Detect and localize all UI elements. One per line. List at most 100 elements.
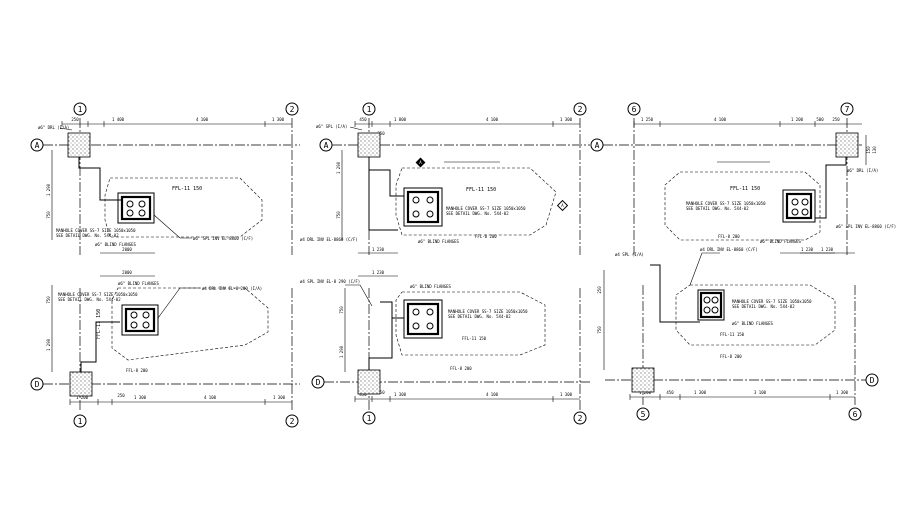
dim-text: 250: [832, 117, 840, 122]
pad-outline: [675, 284, 836, 346]
ffl-label: FFL-11 150: [96, 309, 102, 339]
section-tag: [556, 199, 569, 212]
dim-text: 750: [339, 306, 344, 314]
note-text: SEE DETAIL DWG. No. 5X4-02: [448, 314, 511, 319]
grid-label: D: [316, 378, 321, 387]
panel-3: 6 7 A 1 250 4 100 1 200 500 250 150 130 …: [590, 102, 896, 255]
dim-text: 1 200: [791, 117, 804, 122]
callout-text: ø4 DRL INV EL-8860 (C/F): [700, 247, 758, 252]
concrete-block: [835, 132, 859, 158]
callout-text: ø6" SPL (I/A): [316, 124, 347, 129]
dim-text: 1 200: [76, 395, 89, 400]
dim-text: 3 100: [754, 390, 767, 395]
grid-label: 1: [367, 105, 372, 114]
dim-text: 1 290: [46, 338, 51, 351]
dim-text: 1 300: [394, 392, 407, 397]
concrete-block: [631, 367, 655, 393]
note-text: FFL-8 200: [450, 366, 472, 371]
section-tag-label: A: [419, 160, 422, 165]
section-tag-label: A: [561, 203, 564, 208]
note-text: MANHOLE COVER SS-7 SIZE 1050x1050: [448, 309, 528, 314]
dim-text: 1 300: [836, 390, 849, 395]
callout-text: ø4 DRL INV EL-8860 (C/F): [300, 237, 358, 242]
grid-label: 2: [290, 105, 295, 114]
grid-label: A: [35, 141, 40, 150]
note-text: FFL-8 200: [720, 354, 742, 359]
dim-text: 130: [872, 146, 877, 154]
grid-bubble-6: [848, 407, 862, 421]
note-text: FFL-8 200: [718, 234, 740, 239]
concrete-block: [69, 371, 93, 397]
note-text: SEE DETAIL DWG. No. 5X4-02: [446, 211, 509, 216]
grid-bubble-2: [285, 102, 299, 116]
dim-text: 250: [377, 131, 385, 136]
manhole: [121, 304, 159, 336]
concrete-block: [357, 369, 381, 395]
note-text: ø6" BLIND FLANGES: [760, 239, 802, 244]
grid-bubble-5: [636, 407, 650, 421]
dim-text: 1 300: [560, 392, 573, 397]
dim-text: 1 290: [46, 183, 51, 196]
pad-outline: [664, 171, 821, 241]
grid-bubble-1: [362, 411, 376, 425]
dim-text: 1 400: [112, 117, 125, 122]
ffl-label: FFL-11 150: [730, 186, 760, 192]
grid-label: 2: [578, 105, 583, 114]
grid-label: 2: [290, 417, 295, 426]
callout-text: ø4 SPL (I/A): [615, 252, 644, 257]
dim-text: 2000: [122, 247, 132, 252]
dim-text: 250: [71, 117, 79, 122]
dim-text: 250: [597, 286, 602, 294]
dim-text: 450: [359, 117, 367, 122]
grid-label: 1: [78, 105, 83, 114]
dim-text: 1 290: [339, 345, 344, 358]
dim-text: 250: [377, 390, 385, 395]
note-text: ø6" BLIND FLANGES: [118, 281, 160, 286]
note-text: MANHOLE COVER SS-7 SIZE 1050x1050: [56, 228, 136, 233]
note-text: SEE DETAIL DWG. No. 5X4-02: [732, 304, 795, 309]
note-text: ø6" BLIND FLANGES: [732, 321, 774, 326]
dim-text: 4 100: [204, 395, 217, 400]
pad-outline: [395, 167, 557, 236]
callout-text: ø6" DRL (I/A): [38, 125, 69, 130]
section-tag: [415, 157, 426, 168]
ffl-label: FFL-11 150: [466, 187, 496, 193]
callout-text: ø4 DRL INV EL-8 200 (I/A): [202, 286, 262, 291]
grid-label: 7: [845, 105, 850, 114]
dim-text: 750: [46, 211, 51, 219]
grid-label: 2: [578, 414, 583, 423]
dim-text: 1 200: [639, 390, 652, 395]
pad-outline: [104, 177, 263, 238]
dim-text: 1 300: [273, 395, 286, 400]
grid-bubble-2: [573, 411, 587, 425]
manhole: [782, 189, 816, 223]
dim-text: 500: [816, 117, 824, 122]
ffl-label: FFL-11 150: [172, 186, 202, 192]
grid-bubble-2: [573, 102, 587, 116]
dim-text: 750: [336, 211, 341, 219]
manhole: [403, 299, 443, 339]
note-text: FFL-8 200: [475, 234, 497, 239]
dim-text: 1 230: [801, 247, 814, 252]
manhole: [403, 187, 443, 227]
dim-text: 4 100: [196, 117, 209, 122]
panel-6: 5 6 D 1 200 450 1 300 3 100 1 300 250 75…: [597, 247, 879, 421]
grid-label: A: [324, 141, 329, 150]
callout-text: ø4 SPL INV EL-8 290 (C/F): [300, 279, 360, 284]
callout-text: ø6" SPL INV EL-8860 (C/F): [193, 236, 253, 241]
grid-label: 6: [853, 410, 858, 419]
dim-text: 4 100: [486, 117, 499, 122]
dim-text: 1 800: [394, 117, 407, 122]
grid-bubble-1: [73, 414, 87, 428]
concrete-block: [67, 132, 91, 158]
manhole: [697, 289, 725, 321]
pad-outline: [111, 287, 269, 361]
dim-text: 750: [46, 296, 51, 304]
callout-text: ø6" DRL (I/A): [847, 168, 878, 173]
note-text: MANHOLE COVER SS-7 SIZE 1050x1050: [446, 206, 526, 211]
note-text: ø6" BLIND FLANGES: [95, 242, 137, 247]
panel-5: 1 2 D 450 250 1 300 4 100 1 300 1 290 75…: [300, 270, 590, 425]
grid-label: A: [595, 141, 600, 150]
grid-label: D: [35, 380, 40, 389]
